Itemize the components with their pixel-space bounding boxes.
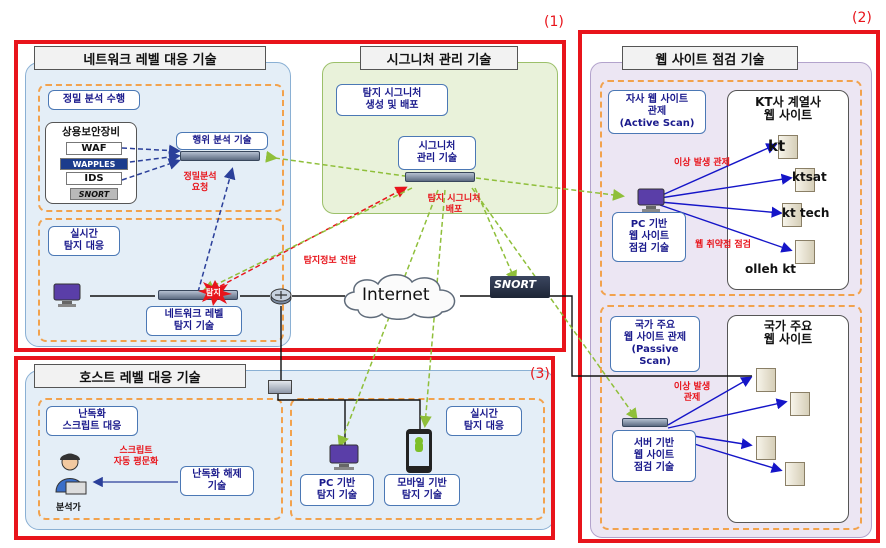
analyst-label: 분석가 xyxy=(56,503,81,513)
section-1-frame xyxy=(14,40,566,352)
realtime-host-label: 실시간 탐지 대응 xyxy=(446,406,522,436)
analyst-icon xyxy=(52,452,88,498)
kt3-logo: kt tech xyxy=(782,206,830,220)
script-auto-label: 스크립트 자동 평문화 xyxy=(113,446,159,467)
own-sites-group xyxy=(600,80,862,296)
section-2-frame xyxy=(578,30,880,543)
server-icon xyxy=(790,392,810,416)
section-number-1: (1) xyxy=(544,14,564,30)
national-sites-area xyxy=(727,315,849,523)
switch-icon xyxy=(268,380,292,394)
website-check-title: 웹 사이트 점검 기술 xyxy=(622,46,798,70)
server-icon xyxy=(756,368,776,392)
snort-appliance xyxy=(490,276,550,298)
precise-analysis-group xyxy=(38,84,284,212)
server-based-check-label: 서버 기반 웹 사이트 점검 기술 xyxy=(612,430,696,482)
pc-monitor-icon xyxy=(636,188,666,212)
section-number-2: (2) xyxy=(852,10,872,26)
server-icon xyxy=(782,203,802,227)
kt2-logo: ktsat xyxy=(792,170,827,184)
obfuscation-group xyxy=(38,398,283,520)
behavior-analysis-label: 행위 분석 기술 xyxy=(176,132,268,150)
signature-distribute-label: 탐지 시그니처 배포 xyxy=(427,194,481,215)
kt1-logo: kt xyxy=(768,137,786,155)
obfuscation-label: 난독화 스크립트 대응 xyxy=(46,406,138,436)
detect-tag: 탐지 xyxy=(206,288,221,297)
pc-icon xyxy=(328,444,362,472)
precise-analysis-label: 정밀 분석 수행 xyxy=(48,90,140,110)
behavior-analysis-appliance xyxy=(180,151,260,161)
anomaly-control-2-label: 이상 발생 관제 xyxy=(673,382,711,403)
vuln-check-label: 웹 취약점 점검 xyxy=(695,240,751,250)
precise-request-label: 정밀분석 요청 xyxy=(183,172,217,193)
commercial-security-label: 상용보안장비 xyxy=(62,126,120,138)
wapples-device: WAPPLES xyxy=(60,158,128,170)
deobfuscation-label: 난독화 해제 기술 xyxy=(180,466,254,496)
smartphone-icon xyxy=(405,428,433,474)
waf-device: WAF xyxy=(66,142,122,155)
server-icon xyxy=(795,168,815,192)
section-3-frame xyxy=(14,356,555,540)
detect-info-forward-label: 탐지정보 전달 xyxy=(303,256,357,266)
server-based-appliance xyxy=(622,418,668,427)
server-icon xyxy=(785,462,805,486)
pc-based-check-label: PC 기반 웹 사이트 점검 기술 xyxy=(612,212,686,262)
detect-burst-icon xyxy=(198,280,232,306)
signature-create-label: 탐지 시그니처 생성 및 배포 xyxy=(336,84,448,116)
network-detection-appliance xyxy=(158,290,238,300)
kt-sites-area xyxy=(727,90,849,290)
realtime-network-label: 실시간 탐지 대응 xyxy=(48,226,120,256)
anomaly-control-label: 이상 발생 관제 xyxy=(674,158,730,168)
host-level-title: 호스트 레벨 대응 기술 xyxy=(34,364,246,388)
internet-cloud xyxy=(336,270,464,320)
signature-title: 시그니처 관리 기술 xyxy=(360,46,518,70)
router-icon xyxy=(270,286,292,306)
server-icon xyxy=(756,436,776,460)
snort-small-device: SNORT xyxy=(70,188,118,200)
monitor-icon xyxy=(52,283,82,307)
network-level-title: 네트워크 레벨 대응 기술 xyxy=(34,46,266,70)
ids-device: IDS xyxy=(66,172,122,185)
signature-appliance xyxy=(405,172,475,182)
kt4-logo: olleh kt xyxy=(745,262,797,276)
mobile-detection-label: 모바일 기반 탐지 기술 xyxy=(384,474,460,506)
server-icon xyxy=(795,240,815,264)
own-sites-label: 자사 웹 사이트 관제 (Active Scan) xyxy=(608,90,706,134)
national-sites-group xyxy=(600,305,862,530)
pc-detection-label: PC 기반 탐지 기술 xyxy=(300,474,374,506)
realtime-group-host xyxy=(290,398,545,520)
internet-label: Internet xyxy=(362,285,430,305)
national-sites-label: 국가 주요 웹 사이트 xyxy=(763,319,813,346)
server-icon xyxy=(778,135,798,159)
network-detection-label: 네트워크 레벨 탐지 기술 xyxy=(146,306,242,336)
kt-affiliates-label: KT사 계열사 웹 사이트 xyxy=(755,95,821,122)
national-control-label: 국가 주요 웹 사이트 관제 (Passive Scan) xyxy=(610,316,700,372)
realtime-group-network xyxy=(38,218,284,342)
signature-manage-label: 시그니처 관리 기술 xyxy=(398,136,476,170)
section-number-3: (3) xyxy=(530,366,550,382)
snort-big-label: SNORT xyxy=(494,278,536,291)
